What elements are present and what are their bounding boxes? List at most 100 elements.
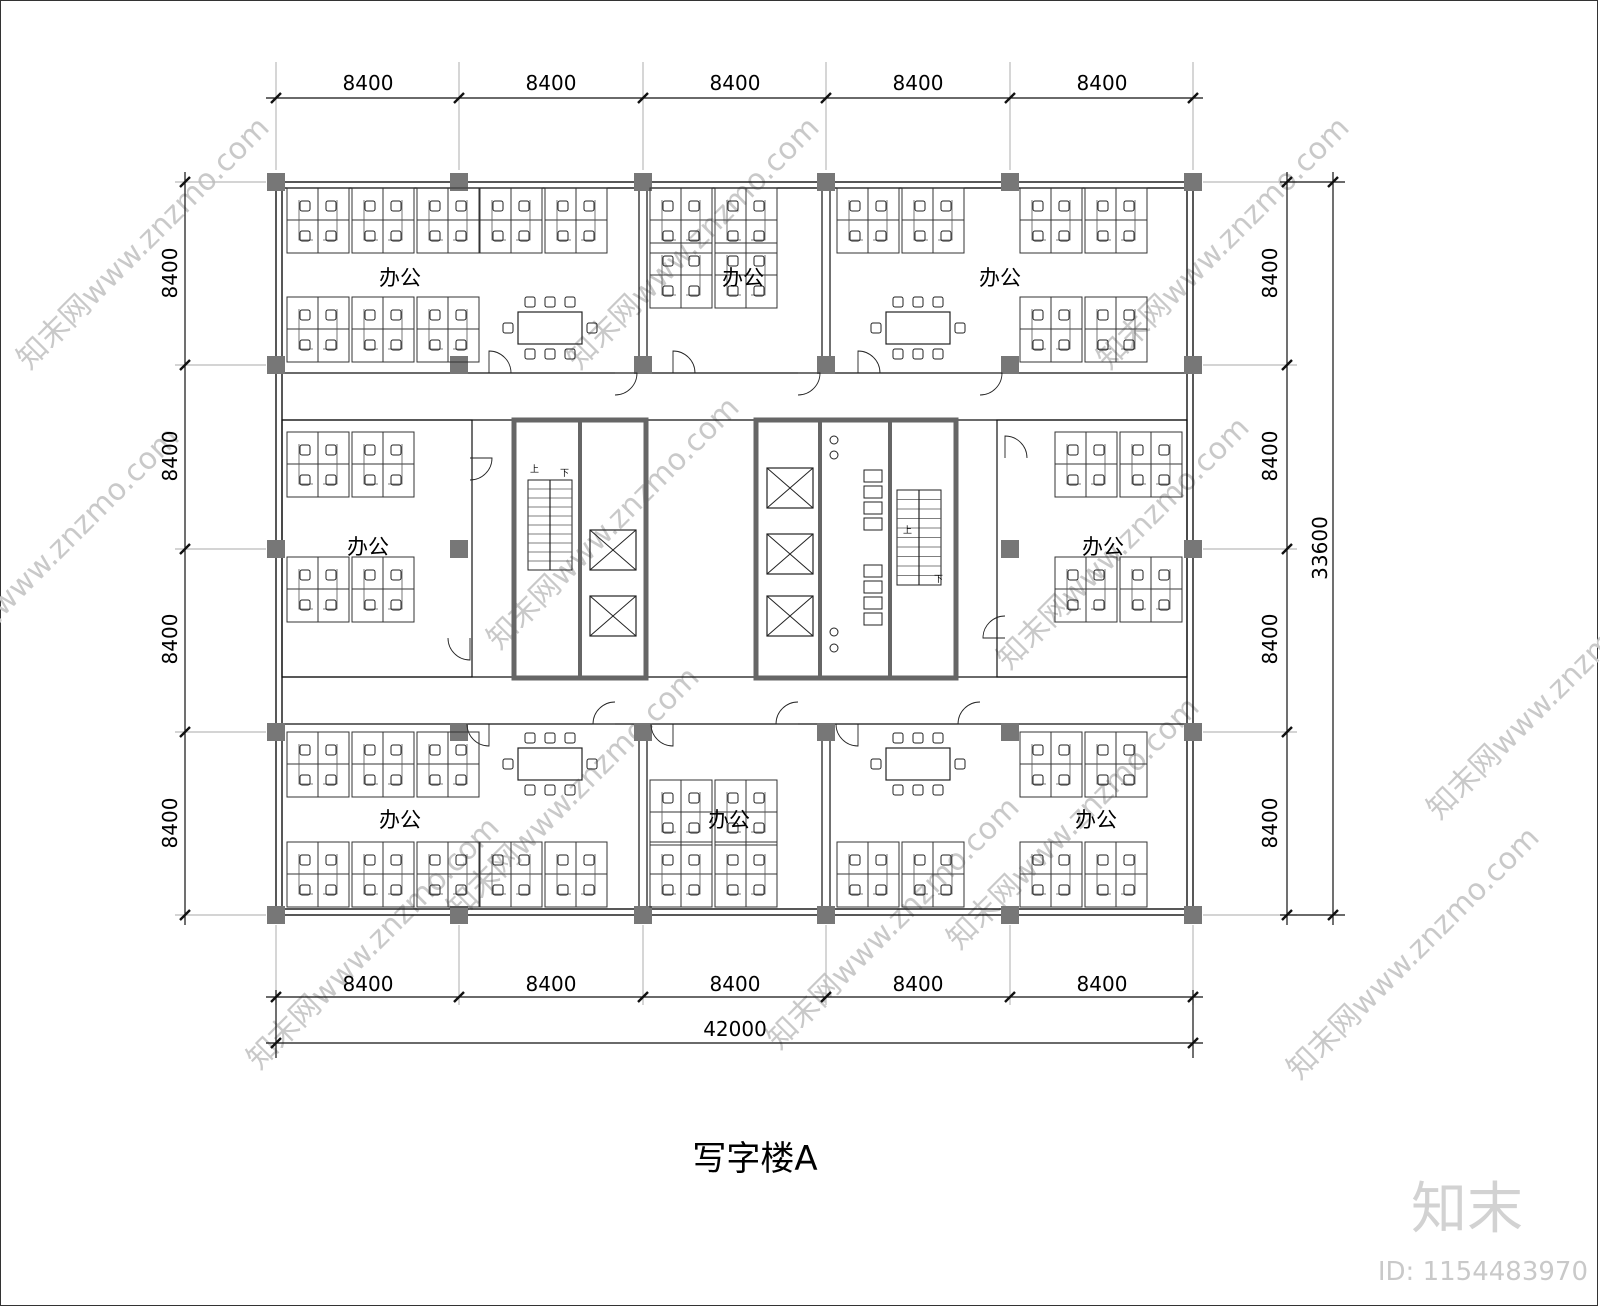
desk-cluster [286,556,350,623]
chair [1132,569,1144,581]
chair [299,774,311,786]
id-watermark: ID: 1154483970 [1378,1257,1588,1287]
chair [1123,854,1135,866]
dim-tick [637,991,649,1003]
chair [502,322,514,334]
watermark-text: 知末网www.znzmo.com [1090,110,1356,376]
chair [524,348,536,360]
chair [1067,599,1079,611]
chair [364,474,376,486]
column [450,356,468,374]
chair [455,230,467,242]
left-dim-2: 8400 [158,431,182,482]
chair [688,792,700,804]
desk-cluster [286,731,350,798]
chair [688,255,700,267]
dim-tick [179,359,191,371]
chair [429,884,441,896]
desk-cluster [1084,731,1148,798]
chair [325,599,337,611]
chair [544,784,556,796]
desk-return [298,744,338,785]
desk-return [428,854,468,895]
chair [727,822,739,834]
chair [892,296,904,308]
chair [1158,474,1170,486]
dim-tick [453,92,465,104]
wc-stall [863,612,883,626]
desk-return [298,569,338,610]
chair [914,200,926,212]
chair [849,884,861,896]
chair [1032,309,1044,321]
room-label-bottom-right: 办公 [1075,808,1117,832]
top-dim-5: 8400 [1077,71,1128,95]
left-dim-4: 8400 [158,798,182,849]
chair [1032,744,1044,756]
chair [1058,854,1070,866]
door-swing [957,701,981,725]
outer-wall [275,181,1194,916]
column [267,173,285,191]
chair [586,758,598,770]
column [1001,356,1019,374]
elevator-car [589,529,637,571]
chair [753,200,765,212]
desk-cluster [836,841,900,908]
chair [1067,474,1079,486]
room-label-top-left: 办公 [379,266,421,290]
chair [688,884,700,896]
chair [325,569,337,581]
desk-return [1031,309,1071,350]
wc-stall [863,517,883,531]
chair [544,732,556,744]
stair-up-label-left: 上 [530,464,539,475]
chair [492,230,504,242]
door-swing [857,350,881,374]
elevator-car [766,533,814,575]
chair [1097,744,1109,756]
chair [586,322,598,334]
chair [429,854,441,866]
column [1001,723,1019,741]
chair [1132,444,1144,456]
chair [1032,200,1044,212]
desk-cluster [544,841,608,908]
chair [492,884,504,896]
desk-return [363,444,403,485]
door-swing [1004,435,1028,459]
chair [849,854,861,866]
desk-return [661,200,701,241]
chair [429,774,441,786]
chair [727,255,739,267]
door-swing [614,372,638,396]
desk-cluster [714,841,778,908]
chair [1058,339,1070,351]
chair [564,296,576,308]
chair [524,732,536,744]
dim-tick [270,1037,282,1049]
chair [564,732,576,744]
chair [518,884,530,896]
desk-return [1131,444,1171,485]
chair [557,884,569,896]
watermark-text: 知末网www.znzmo.com [1420,560,1600,826]
chair [325,200,337,212]
wc-basin [829,435,839,445]
chair [390,884,402,896]
chair [1093,444,1105,456]
desk-return [661,854,701,895]
chair [662,230,674,242]
chair [518,230,530,242]
column [634,723,652,741]
chair [364,854,376,866]
chair [1058,200,1070,212]
desk-cluster [479,841,543,908]
chair [518,854,530,866]
chair [455,884,467,896]
chair [753,854,765,866]
column [1001,906,1019,924]
dim-tick [637,92,649,104]
